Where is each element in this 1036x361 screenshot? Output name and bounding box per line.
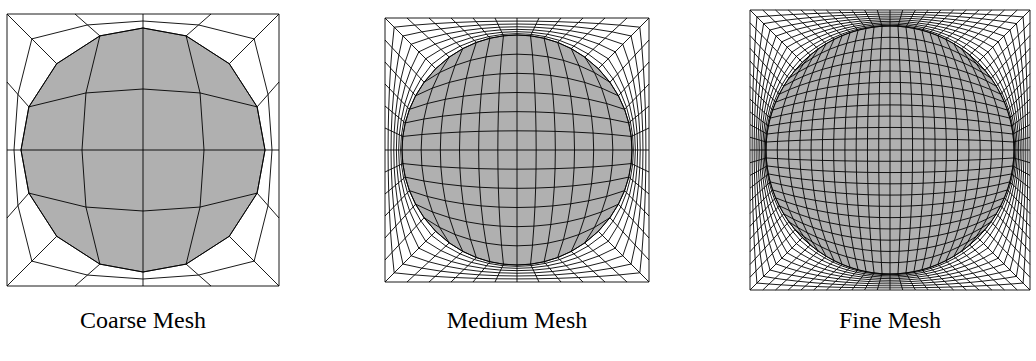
- mesh-lines: [750, 10, 1030, 290]
- mesh-lines: [7, 14, 279, 286]
- mesh-caption: Medium Mesh: [447, 306, 588, 335]
- mesh-caption: Fine Mesh: [839, 306, 941, 335]
- mesh-lines: [385, 18, 649, 282]
- mesh-caption: Coarse Mesh: [80, 306, 206, 335]
